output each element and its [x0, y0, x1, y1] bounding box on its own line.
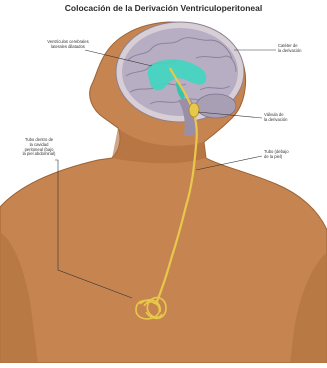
label-catheter: Catéter de la derivación — [278, 44, 324, 54]
label-valve: Válvula de la derivación — [264, 113, 316, 123]
label-peritoneal: Tubo dentro de la cavidad peritoneal (ba… — [14, 138, 64, 157]
cerebellum — [196, 94, 236, 118]
diagram-title: Colocación de la Derivación Ventriculope… — [8, 3, 319, 13]
shunt-valve — [189, 103, 199, 117]
label-tube: Tubo (debajo de la piel) — [264, 150, 316, 160]
label-ventricles: Ventrículos cerebrales laterales dilatad… — [42, 40, 94, 50]
